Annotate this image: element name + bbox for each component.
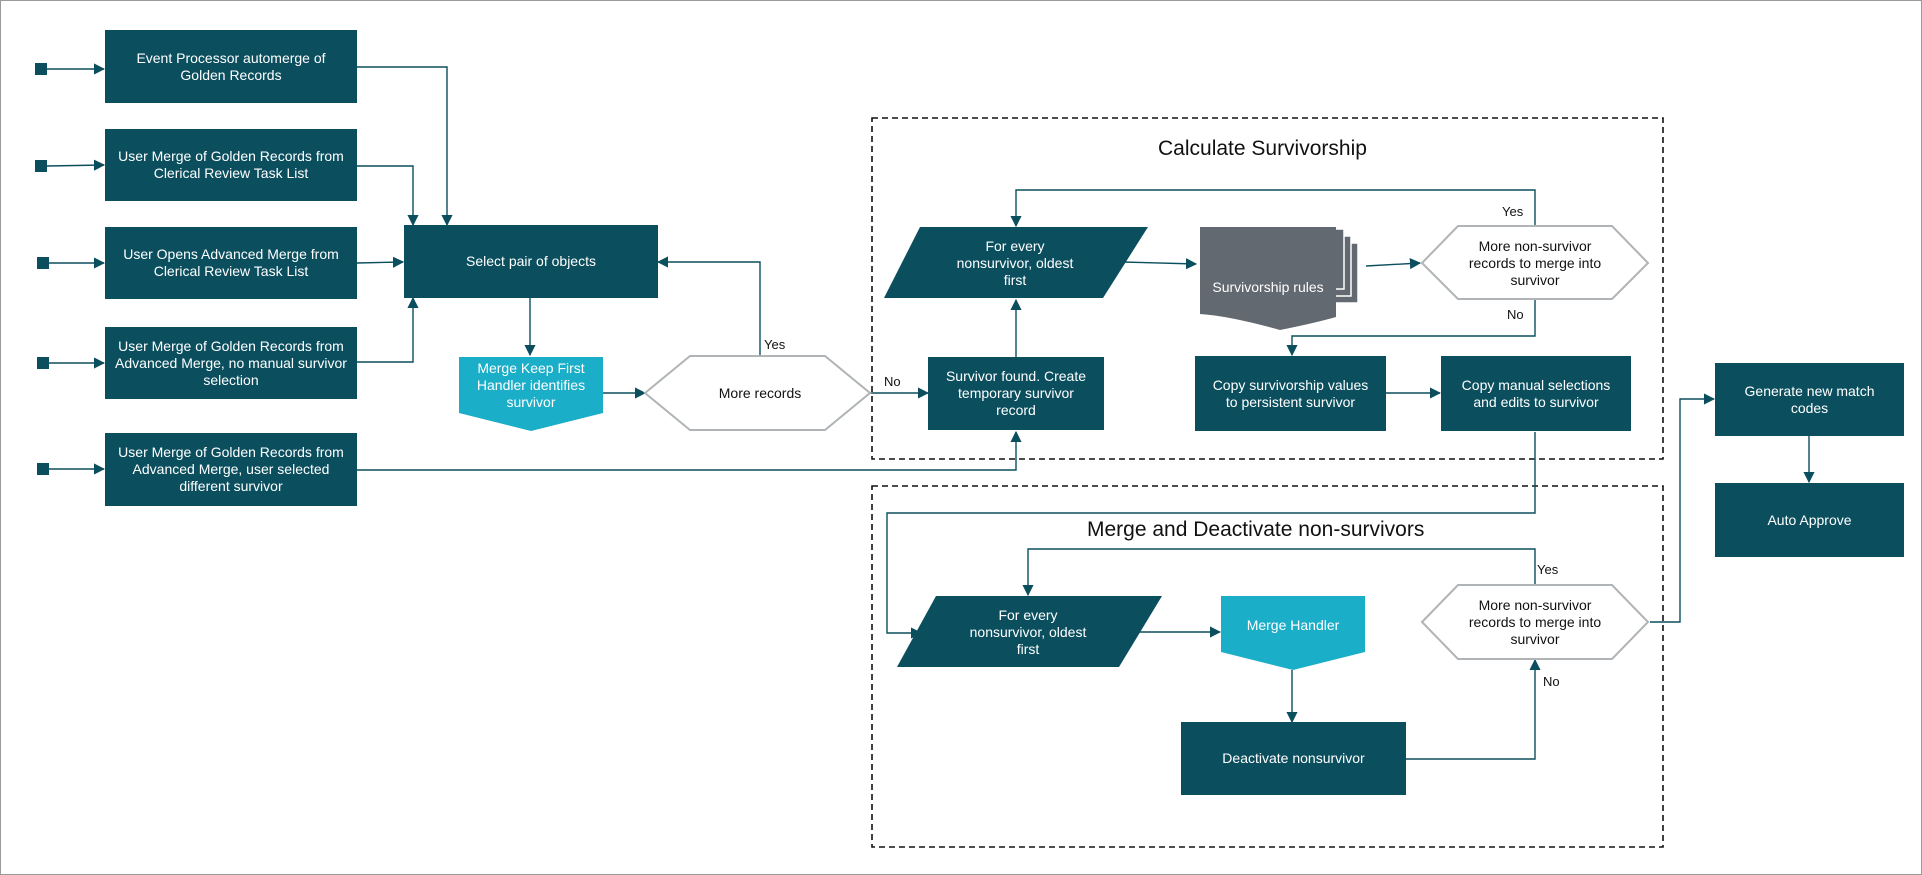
calc-survivorship-title: Calculate Survivorship (1158, 137, 1367, 160)
more-records-decision (643, 355, 872, 431)
source-advanced-merge-selected: User Merge of Golden Records from Advanc… (105, 433, 357, 506)
start-marker-5 (37, 463, 49, 475)
survivorship-rules-shape (1199, 227, 1359, 330)
deactivate-nonsurvivor: Deactivate nonsurvivor (1181, 722, 1406, 795)
source-advanced-merge-no-selection: User Merge of Golden Records from Advanc… (105, 327, 357, 399)
yes-label-calc: Yes (1502, 204, 1524, 219)
for-every-nonsurvivor-shape-1 (884, 227, 1148, 298)
connector (46, 159, 106, 171)
more-records-label: More records (718, 384, 802, 401)
connector (886, 432, 1536, 639)
more-nonsurvivor-label-2: More non-survivor records to merge into … (1468, 596, 1602, 647)
generate-new-match-codes: Generate new match codes (1715, 363, 1904, 436)
connector (356, 256, 405, 268)
connector (357, 296, 419, 363)
merge-deactivate-title: Merge and Deactivate non-survivors (1087, 518, 1425, 541)
merge-handler: Merge Handler (1246, 616, 1340, 633)
connector (357, 66, 453, 227)
no-label-merge: No (1543, 674, 1560, 689)
start-marker-1 (35, 63, 47, 75)
start-marker-4 (37, 357, 49, 369)
connector (1406, 658, 1541, 760)
copy-manual-selections: Copy manual selections and edits to surv… (1441, 356, 1631, 431)
start-marker-3 (37, 257, 49, 269)
merge-keep-first-handler: Merge Keep First Handler identifies surv… (476, 359, 586, 410)
survivorship-rules: Survivorship rules (1212, 278, 1324, 295)
for-every-nonsurvivor-2: For every nonsurvivor, oldest first (969, 606, 1087, 657)
connector (1010, 189, 1536, 228)
yes-label-merge: Yes (1537, 562, 1559, 577)
yes-label-more-records: Yes (764, 337, 786, 352)
source-event-processor: Event Processor automerge of Golden Reco… (105, 30, 357, 103)
merge-handler-shape (1221, 596, 1365, 670)
more-nonsurvivor-label-1: More non-survivor records to merge into … (1468, 237, 1602, 288)
no-label-more-records: No (884, 374, 901, 389)
more-nonsurvivor-decision-1 (1420, 225, 1650, 300)
start-marker-2 (35, 160, 47, 172)
connector (357, 165, 419, 227)
calc-survivorship-container (871, 117, 1664, 460)
auto-approve: Auto Approve (1715, 483, 1904, 557)
merge-deactivate-container (871, 485, 1664, 848)
survivor-found: Survivor found. Create temporary survivo… (928, 357, 1104, 430)
source-user-merge-clerical: User Merge of Golden Records from Cleric… (105, 129, 357, 201)
merge-keep-first-handler-shape (459, 357, 603, 431)
connector (1121, 258, 1198, 270)
for-every-nonsurvivor-shape-2 (897, 596, 1162, 667)
connector (1365, 257, 1422, 270)
for-every-nonsurvivor-1: For every nonsurvivor, oldest first (956, 237, 1074, 288)
no-label-calc: No (1507, 307, 1524, 322)
copy-survivorship-values: Copy survivorship values to persistent s… (1195, 356, 1386, 431)
more-nonsurvivor-decision-2 (1420, 584, 1650, 660)
connector (1650, 393, 1716, 623)
select-pair-of-objects: Select pair of objects (404, 225, 658, 298)
connector (1286, 299, 1536, 357)
source-advanced-merge-clerical: User Opens Advanced Merge from Clerical … (105, 227, 357, 299)
connector (357, 430, 1022, 471)
connector (656, 256, 761, 357)
connector (1022, 548, 1536, 597)
